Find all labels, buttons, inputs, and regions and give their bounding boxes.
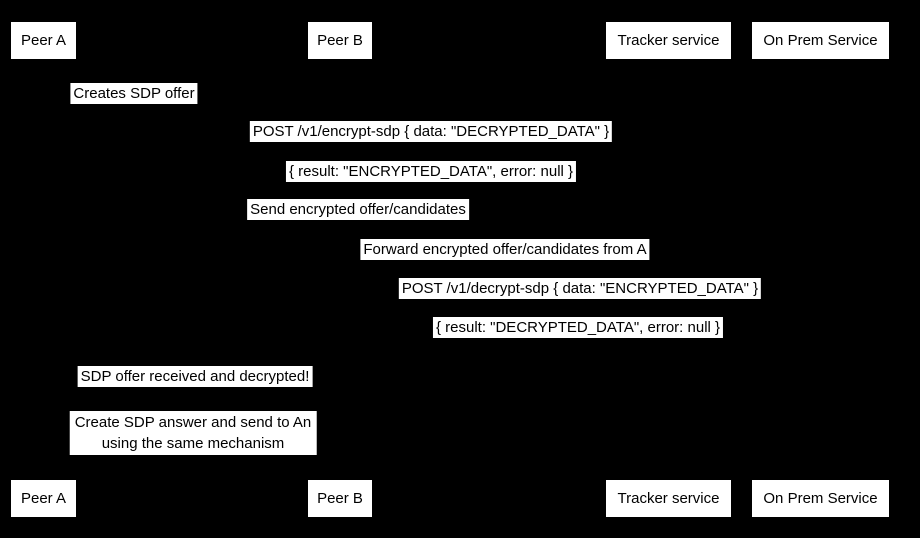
message-sdp-offer-received: SDP offer received and decrypted! [77, 366, 313, 387]
note-line-2: using the same mechanism [101, 435, 285, 452]
note-line-1: Create SDP answer and send to An [74, 414, 312, 431]
actor-peer-b-top: Peer B [308, 22, 372, 59]
message-post-decrypt-sdp: POST /v1/decrypt-sdp { data: "ENCRYPTED_… [398, 278, 762, 299]
actor-peer-b-bottom: Peer B [308, 480, 372, 517]
actor-tracker-service-top: Tracker service [606, 22, 731, 59]
message-forward-encrypted-offer: Forward encrypted offer/candidates from … [360, 239, 650, 260]
actor-peer-a-top: Peer A [11, 22, 76, 59]
message-post-encrypt-sdp: POST /v1/encrypt-sdp { data: "DECRYPTED_… [249, 121, 613, 142]
actor-tracker-service-bottom: Tracker service [606, 480, 731, 517]
message-decrypt-result: { result: "DECRYPTED_DATA", error: null … [432, 317, 724, 338]
message-encrypt-result: { result: "ENCRYPTED_DATA", error: null … [285, 161, 577, 182]
message-creates-sdp-offer: Creates SDP offer [70, 83, 198, 104]
actor-on-prem-service-bottom: On Prem Service [752, 480, 889, 517]
actor-on-prem-service-top: On Prem Service [752, 22, 889, 59]
message-send-encrypted-offer: Send encrypted offer/candidates [247, 199, 469, 220]
actor-peer-a-bottom: Peer A [11, 480, 76, 517]
note-create-sdp-answer: Create SDP answer and send to An using t… [69, 411, 317, 455]
